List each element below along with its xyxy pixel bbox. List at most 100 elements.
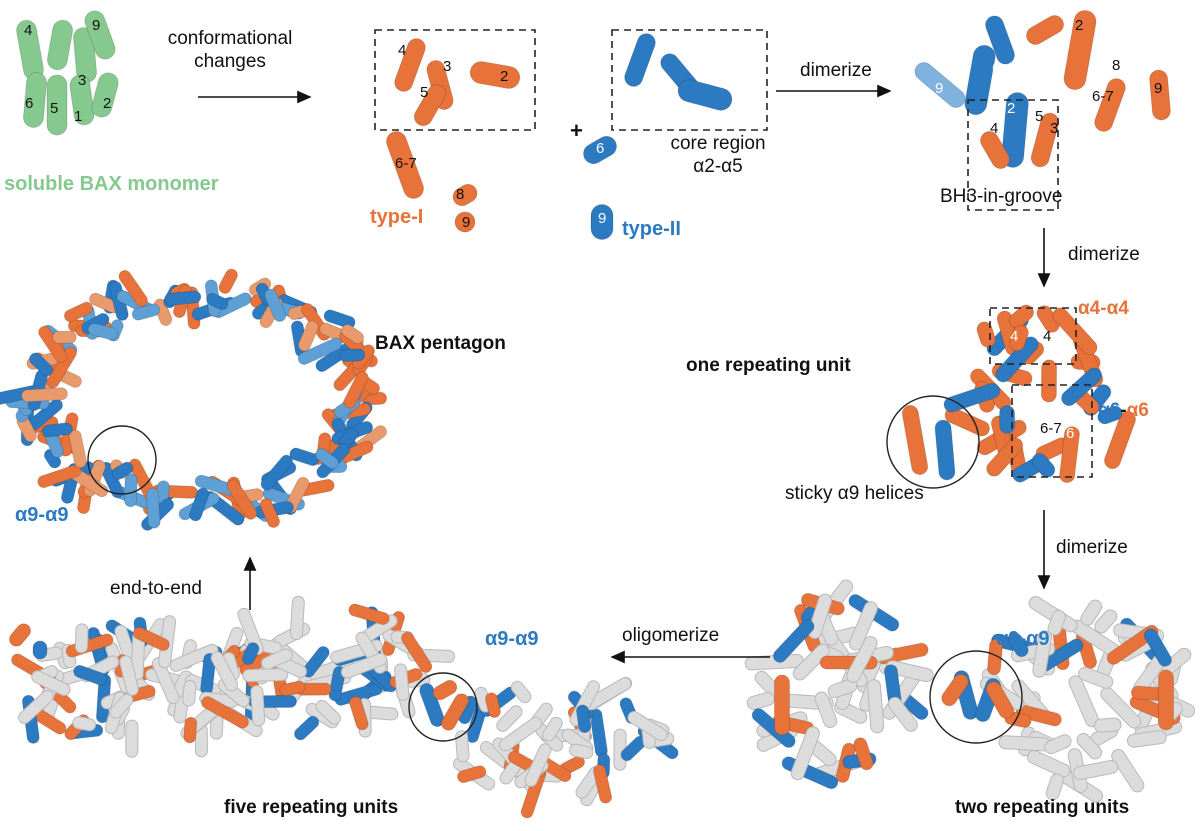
helix-cylinder [349,695,369,731]
helix-cylinder [510,680,532,704]
helix-cylinder [183,716,198,744]
helix-number: 3 [443,58,452,75]
helix-cylinder [250,685,266,727]
helix-cylinder [119,655,139,696]
helix-cylinder [237,607,264,656]
helix-cylinder [46,346,77,389]
helix-cylinder [1097,405,1123,425]
helix-cylinder [901,404,929,476]
helix-cylinder [1027,750,1071,778]
helix-cylinder [293,715,320,741]
helix-cylinder [1080,599,1103,626]
helix-number: 4 [990,120,999,137]
helix-cylinder [69,74,95,126]
helix-cylinder [37,464,82,489]
helix-cylinder [338,348,366,363]
helix-cylinder [848,601,878,651]
pentagon-a9-circle [87,425,157,495]
five-repeating-units-label: five repeating units [224,797,399,818]
helix-cylinder [394,38,426,92]
helix-cylinder [260,454,294,491]
bh3-in-groove-label: BH3-in-groove [940,186,1063,207]
a4-a4-box [989,307,1077,365]
helix-cylinder [1126,730,1167,748]
helix-cylinder [201,696,249,729]
helix-cylinder [125,719,139,758]
helix-cylinder [385,131,425,199]
helix-cylinder [677,79,733,111]
helix-cylinder [455,730,470,763]
helix-number: 4 [24,22,33,39]
a6-left: α6 [1098,400,1121,421]
helix-cylinder [590,204,614,240]
helix-cylinder [498,716,543,752]
helix-cylinder [87,322,119,341]
five-units-a9-circle [408,672,478,742]
helix-cylinder [814,691,838,728]
helix-cylinder [279,680,306,697]
helix-cylinder [413,83,447,127]
helix-cylinder [1100,686,1142,729]
bax-pentagon-label: BAX pentagon [375,333,506,354]
helix-cylinder [1045,773,1064,801]
helix-cylinder [8,623,32,647]
helix-cylinder [341,323,365,345]
helix-cylinder [1040,359,1058,403]
helix-cylinder [340,652,388,679]
helix-cylinder [297,320,319,352]
helix-cylinder [84,10,116,60]
helix-number: 6 [1066,425,1075,442]
core-region-label: core region α2-α5 [648,133,788,179]
a6-a6-box [1011,384,1093,478]
type-II-label: type-II [622,218,681,240]
helix-number: 6 [992,60,1001,77]
helix-number: 4 [1043,328,1052,345]
end-to-end-label: end-to-end [110,578,202,599]
helix-cylinder [31,670,71,696]
helix-number: 6 [25,95,34,112]
helix-cylinder [452,183,478,207]
helix-cylinder [52,330,77,344]
helix-number: 9 [462,214,471,231]
helix-cylinder [998,735,1051,752]
helix-cylinder [315,448,339,470]
helix-cylinder [289,595,305,641]
helix-cylinder [1044,734,1072,755]
core-box-type-I [374,29,536,131]
helix-cylinder [419,682,445,728]
helix-number: 6-7 [395,155,417,172]
helix-cylinder [1103,410,1137,470]
helix-cylinder [1008,632,1029,658]
dimerize-label-3: dimerize [1056,537,1128,558]
helix-cylinder [1025,15,1065,45]
helix-number: 2 [1007,100,1016,117]
helix-cylinder [774,674,790,736]
type-I-label: type-I [370,206,424,228]
helix-cylinder [456,765,487,784]
helix-cylinder [1158,669,1174,731]
two-units-a9-label: α9-α9 [996,628,1050,650]
label-line: α2-α5 [693,155,743,177]
helix-cylinder [866,679,885,734]
helix-number: 6 [596,140,605,157]
five-units-a9-label: α9-α9 [485,628,539,650]
helix-cylinder [210,651,239,692]
helix-cylinder [315,699,341,725]
helix-cylinder [980,130,1010,170]
helix-cylinder [887,696,918,732]
helix-cylinder [118,269,149,307]
helix-number: 9 [935,80,944,97]
helix-cylinder [484,692,501,719]
helix-cylinder [999,405,1016,434]
helix-number: 9 [92,17,101,34]
helix-cylinder [624,33,656,87]
two-units-a9-circle [929,650,1023,744]
helix-cylinder [1001,92,1029,168]
helix-number: 8 [456,186,465,203]
helix-cylinder [41,422,73,438]
helix-cylinder [807,593,832,639]
helix-cylinder [297,337,343,365]
helix-cylinder [1073,760,1119,781]
helix-cylinder [943,382,1001,413]
